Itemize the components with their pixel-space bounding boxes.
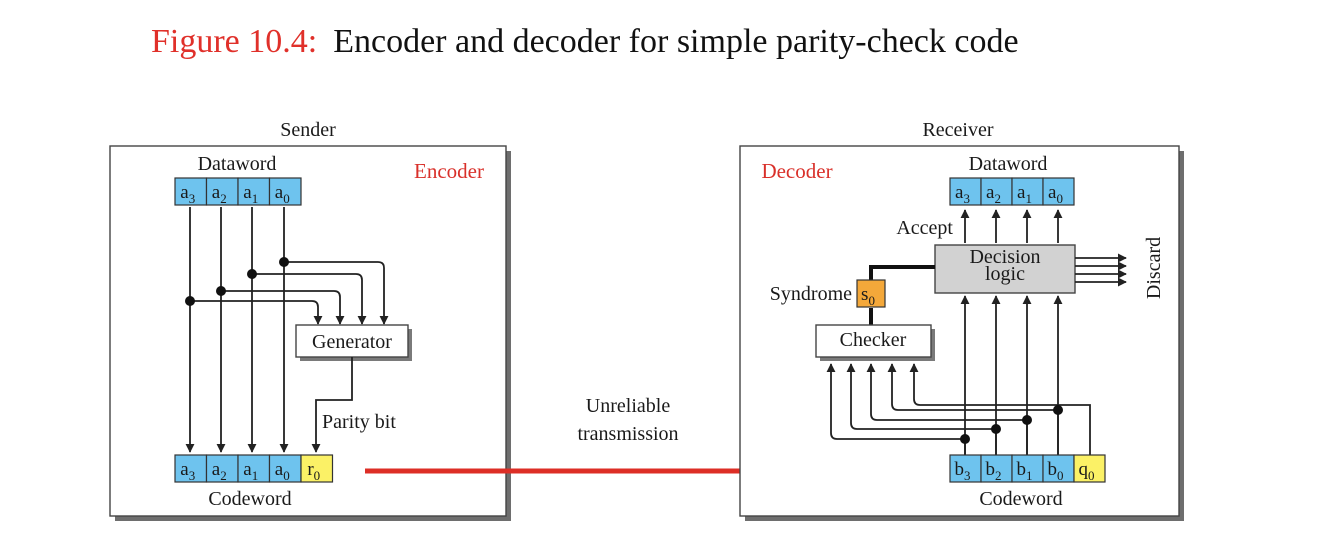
receiver-dataword-cell-box — [949, 177, 982, 206]
sender-codeword-cell: a3 — [174, 454, 208, 483]
sender-dataword-cell: a2 — [205, 177, 239, 206]
sender-data-wires — [185, 207, 289, 453]
sender-dataword-bit: a2 — [212, 182, 227, 206]
sender-dataword-cell-box — [268, 177, 302, 206]
decision-logic-block: Decision logic — [934, 244, 1076, 294]
receiver-codeword-cell-box — [949, 454, 982, 483]
sender-dataword-bit: a1 — [243, 182, 258, 206]
receiver-dataword-cell: a3 — [949, 177, 982, 206]
receiver-checker-taps — [826, 363, 1091, 457]
sender-codeword-cells: a3 a2 a1 a0 r0 — [174, 454, 334, 483]
receiver-title: Receiver — [922, 119, 993, 141]
receiver-codeword-cell-box — [980, 454, 1013, 483]
sender-codeword-cell: a0 — [268, 454, 302, 483]
sender-dataword-cell-box — [205, 177, 239, 206]
accept-arrows — [960, 209, 1063, 243]
receiver-dataword-cells: a3 a2 a1 a0 — [949, 177, 1075, 206]
receiver-dataword-cell: a2 — [980, 177, 1013, 206]
sender-dataword-label: Dataword — [198, 153, 277, 175]
sender-codeword-cell-box — [174, 454, 208, 483]
discard-label: Discard — [1143, 237, 1165, 299]
syndrome-cell-box — [856, 279, 886, 308]
generator-label: Generator — [312, 331, 392, 353]
receiver-codeword-bit: b0 — [1048, 459, 1064, 483]
receiver-dataword-cell: a1 — [1011, 177, 1044, 206]
sender-dataword-cell-box — [174, 177, 208, 206]
sender-codeword-cell-box — [205, 454, 239, 483]
receiver-codeword-cell-box — [1042, 454, 1075, 483]
sender-codeword-bit: a2 — [212, 459, 227, 483]
decision-line1: Decision — [969, 246, 1040, 268]
figure-number: Figure 10.4: — [151, 23, 317, 60]
sender-codeword-bit: r0 — [307, 459, 320, 483]
receiver-codeword-cells: b3 b2 b1 b0 q0 — [949, 454, 1106, 483]
decoder-label: Decoder — [761, 159, 832, 183]
sender-codeword-cell: a2 — [205, 454, 239, 483]
receiver-dataword-bit: a0 — [1048, 182, 1063, 206]
syndrome-bit: s0 — [861, 284, 875, 308]
syndrome-to-decision-wire — [869, 265, 935, 280]
receiver-dataword-cell-box — [1042, 177, 1075, 206]
receiver-codeword-bit: b1 — [1017, 459, 1033, 483]
receiver-codeword-cell: q0 — [1073, 454, 1106, 483]
parity-bit-label: Parity bit — [322, 411, 396, 433]
receiver-codeword-cell: b3 — [949, 454, 982, 483]
receiver-codeword-cell: b2 — [980, 454, 1013, 483]
discard-arrows — [1075, 253, 1127, 287]
receiver-codeword-cell-box — [1073, 454, 1106, 483]
receiver-codeword-label: Codeword — [979, 488, 1062, 510]
figure-caption: Figure 10.4: Encoder and decoder for sim… — [151, 23, 1019, 60]
receiver-codeword-bit: b2 — [986, 459, 1002, 483]
encoder-label: Encoder — [414, 159, 484, 183]
receiver-dataword-cell-box — [1011, 177, 1044, 206]
sender-dataword-cell: a1 — [237, 177, 271, 206]
receiver-dataword-cell: a0 — [1042, 177, 1075, 206]
sender-codeword-cell: r0 — [300, 454, 334, 483]
checker-block: Checker — [815, 324, 935, 361]
receiver-panel: Receiver Decoder Dataword a3 a2 a1 a0 Accep… — [739, 119, 1184, 521]
sender-codeword-cell: a1 — [237, 454, 271, 483]
receiver-codeword-cell: b0 — [1042, 454, 1075, 483]
sender-dataword-cells: a3 a2 a1 a0 — [174, 177, 302, 206]
sender-title: Sender — [280, 119, 336, 141]
receiver-panel-frame — [739, 145, 1180, 517]
receiver-dataword-bit: a3 — [955, 182, 970, 206]
receiver-dataword-cell-box — [980, 177, 1013, 206]
receiver-dataword-bit: a2 — [986, 182, 1001, 206]
checker-label: Checker — [840, 329, 907, 351]
sender-codeword-cell-box — [300, 454, 334, 483]
sender-codeword-bit: a1 — [243, 459, 258, 483]
sender-codeword-label: Codeword — [208, 488, 291, 510]
generator-block: Generator — [295, 324, 412, 361]
figure-title: Encoder and decoder for simple parity-ch… — [333, 23, 1018, 60]
sender-generator-taps — [185, 257, 389, 325]
syndrome-label: Syndrome — [770, 283, 852, 305]
sender-panel: Sender Encoder Dataword a3 a2 a1 a0 Generat… — [109, 119, 511, 521]
receiver-codeword-bit: q0 — [1079, 459, 1095, 483]
sender-dataword-bit: a0 — [275, 182, 290, 206]
decision-line2: logic — [985, 263, 1025, 285]
sender-dataword-bit: a3 — [180, 182, 195, 206]
sender-dataword-cell-box — [237, 177, 271, 206]
receiver-codeword-cell: b1 — [1011, 454, 1044, 483]
parity-bit-wire — [311, 357, 353, 453]
receiver-dataword-bit: a1 — [1017, 182, 1032, 206]
sender-dataword-cell: a3 — [174, 177, 208, 206]
accept-label: Accept — [896, 217, 953, 239]
sender-codeword-bit: a3 — [180, 459, 195, 483]
sender-codeword-bit: a0 — [275, 459, 290, 483]
channel-line1: Unreliable — [586, 395, 671, 417]
syndrome-cell: s0 — [856, 279, 886, 308]
sender-dataword-cell: a0 — [268, 177, 302, 206]
syndrome-cell: s0 — [856, 279, 886, 308]
channel-line2: transmission — [577, 423, 678, 445]
receiver-codeword-bit: b3 — [955, 459, 971, 483]
receiver-dataword-label: Dataword — [969, 153, 1048, 175]
